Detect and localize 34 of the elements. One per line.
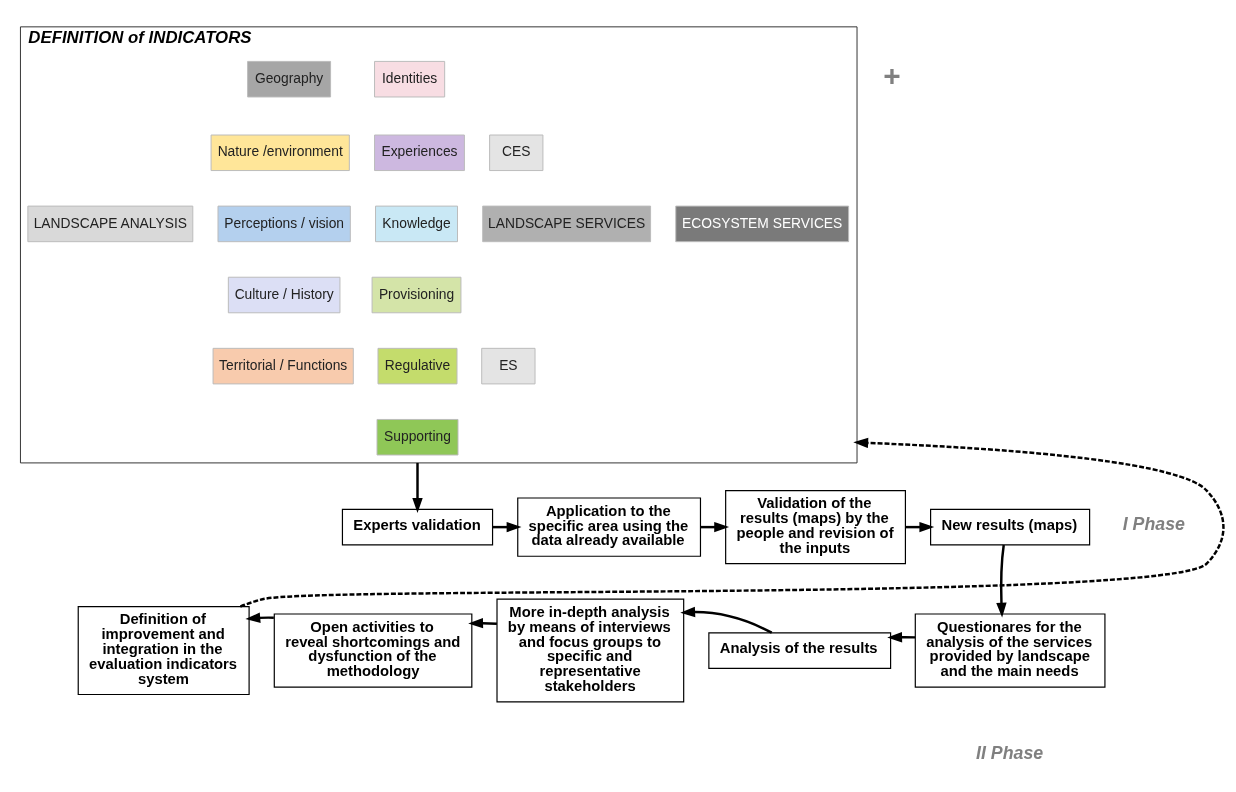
- node-box: Supporting: [376, 418, 459, 456]
- node-box: Territorial / Functions: [212, 347, 354, 385]
- node-box: CES: [489, 134, 544, 172]
- node-box: Identities: [374, 60, 446, 98]
- node-box: LANDSCAPE SERVICES: [482, 205, 652, 243]
- node-box: Validation of the results (maps) by the people and revision of the inputs: [725, 489, 906, 565]
- node-box: Experiences: [374, 134, 465, 172]
- arrow: [412, 462, 423, 513]
- arrow: [468, 617, 497, 629]
- label: II Phase: [976, 742, 1044, 763]
- arrow: [680, 606, 773, 634]
- node-box: More in-depth analysis by means of interviews and focus groups to specific and representative stakeholders: [496, 598, 685, 703]
- node-box: Provisioning: [371, 276, 462, 314]
- label: I Phase: [1122, 514, 1185, 535]
- arrow: [245, 612, 274, 623]
- node-box: Analysis of the results: [708, 632, 892, 669]
- label: +: [882, 58, 901, 92]
- arrow: [239, 437, 1225, 608]
- node-box: Application to the specific area using the data already available: [517, 497, 702, 557]
- node-box: LANDSCAPE ANALYSIS: [27, 205, 194, 243]
- arrow: [996, 544, 1007, 618]
- node-box: Definition of improvement and integration in the evaluation indicators system: [77, 606, 250, 696]
- node-box: Experts validation: [341, 508, 494, 546]
- node-box: Open activities to reveal shortcomings and dysfunction of the methodology: [273, 613, 473, 688]
- node-box: Geography: [247, 60, 332, 98]
- node-box: Questionares for the analysis of the services provided by landscape and the main needs: [914, 613, 1106, 688]
- node-box: Knowledge: [375, 205, 458, 243]
- node-box: New results (maps): [930, 508, 1091, 546]
- node-box: Culture / History: [227, 276, 341, 314]
- node-box: Nature /environment: [210, 134, 350, 172]
- node-box: ECOSYSTEM SERVICES: [675, 205, 850, 243]
- node-box: Perceptions / vision: [217, 205, 351, 243]
- node-box: ES: [481, 347, 536, 385]
- node-box: Regulative: [377, 347, 458, 385]
